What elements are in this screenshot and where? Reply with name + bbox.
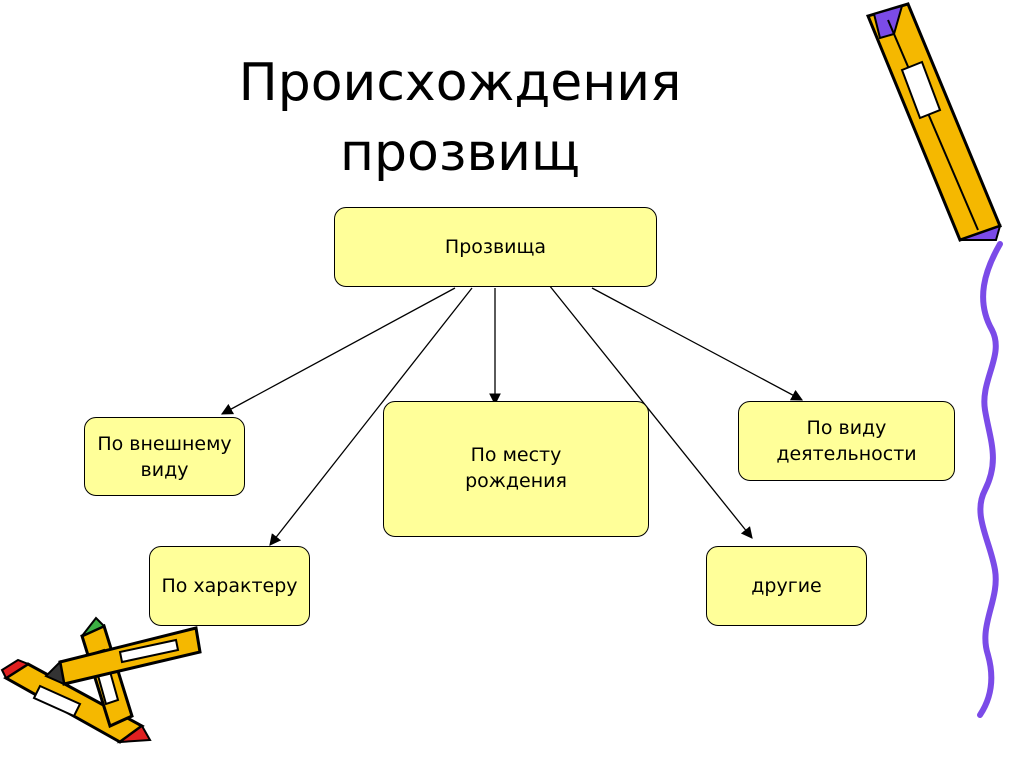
wavy-line — [977, 241, 1003, 718]
arrow-to-appearance — [220, 287, 456, 415]
node-occupation: По виду деятельности — [738, 401, 955, 481]
node-birthplace-label: По месту рождения — [465, 444, 567, 492]
node-other-label: другие — [751, 575, 822, 597]
node-root: Прозвища — [334, 207, 657, 287]
node-character-label: По характеру — [161, 575, 298, 597]
title-text: Происхождения прозвищ — [238, 53, 682, 183]
node-occupation-label: По виду деятельности — [776, 417, 917, 465]
node-appearance: По внешнему виду — [84, 417, 245, 496]
pencil-icon — [865, 2, 1002, 242]
arrow-to-occupation — [591, 287, 804, 401]
arrow-to-character — [269, 287, 473, 546]
node-character: По характеру — [149, 546, 310, 626]
page-title: Происхождения прозвищ — [190, 48, 730, 188]
node-birthplace: По месту рождения — [383, 401, 649, 537]
node-other: другие — [706, 546, 867, 626]
node-root-label: Прозвища — [444, 236, 547, 258]
node-appearance-label: По внешнему виду — [97, 432, 232, 481]
pencil-icon — [44, 626, 202, 686]
